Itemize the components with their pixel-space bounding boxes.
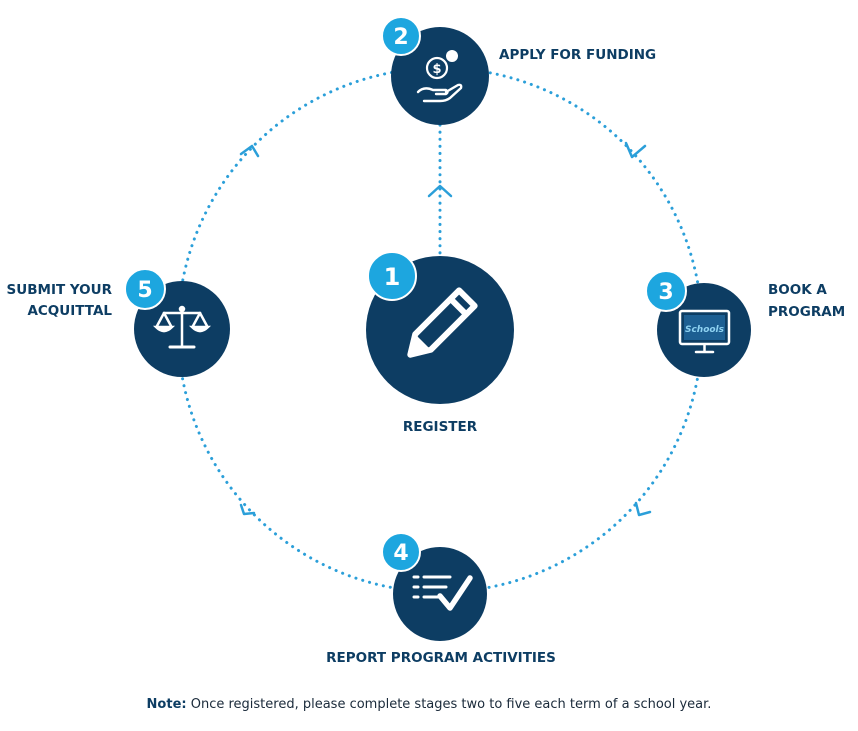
- step-1-label: REGISTER: [403, 419, 478, 435]
- scales-icon: [152, 305, 212, 349]
- badge-1-number: 1: [384, 263, 401, 291]
- badge-3-number: 3: [658, 280, 673, 305]
- pencil-icon: [407, 287, 478, 358]
- arrow-clockwise-icon: [239, 144, 260, 158]
- badge-2-number: 2: [393, 25, 408, 50]
- step-5-label-line-2: ACQUITTAL: [27, 303, 112, 319]
- badge-5-number: 5: [137, 278, 152, 303]
- arrow-clockwise-icon: [239, 503, 256, 516]
- footer-note: Note: Once registered, please complete s…: [0, 697, 858, 712]
- badge-2: [381, 16, 421, 56]
- note-text: Once registered, please complete stages …: [186, 697, 712, 712]
- checklist-icon: [412, 575, 473, 611]
- hand-coin-icon: $: [416, 50, 463, 103]
- arrow-clockwise-icon: [624, 141, 647, 159]
- step-2-label: APPLY FOR FUNDING: [499, 47, 656, 63]
- step-book-a-program: Schools 3 BOOK A PROGRAM: [645, 270, 845, 377]
- badge-4: [381, 532, 421, 572]
- badge-3: [645, 270, 687, 312]
- screen-text: Schools: [685, 325, 725, 335]
- step-4-label: REPORT PROGRAM ACTIVITIES: [326, 650, 556, 666]
- step-submit-acquittal: 5 SUBMIT YOUR ACQUITTAL: [7, 268, 230, 377]
- step-3-label-line-2: PROGRAM: [768, 304, 845, 320]
- arrow-clockwise-icon: [634, 501, 652, 517]
- badge-5: [124, 268, 166, 310]
- arrow-up-icon: [427, 184, 453, 198]
- step-register: 1 REGISTER: [366, 251, 514, 435]
- badge-1: [367, 251, 417, 301]
- badge-4-number: 4: [393, 541, 408, 566]
- step-report-program-activities: 4 REPORT PROGRAM ACTIVITIES: [326, 532, 556, 666]
- monitor-icon: Schools: [678, 309, 731, 354]
- step-apply-for-funding: $ 2 APPLY FOR FUNDING: [381, 16, 656, 125]
- step-5-label-line-1: SUBMIT YOUR: [7, 282, 113, 298]
- svg-text:$: $: [432, 62, 441, 77]
- note-prefix: Note:: [146, 697, 187, 712]
- step-3-label-line-1: BOOK A: [768, 282, 827, 298]
